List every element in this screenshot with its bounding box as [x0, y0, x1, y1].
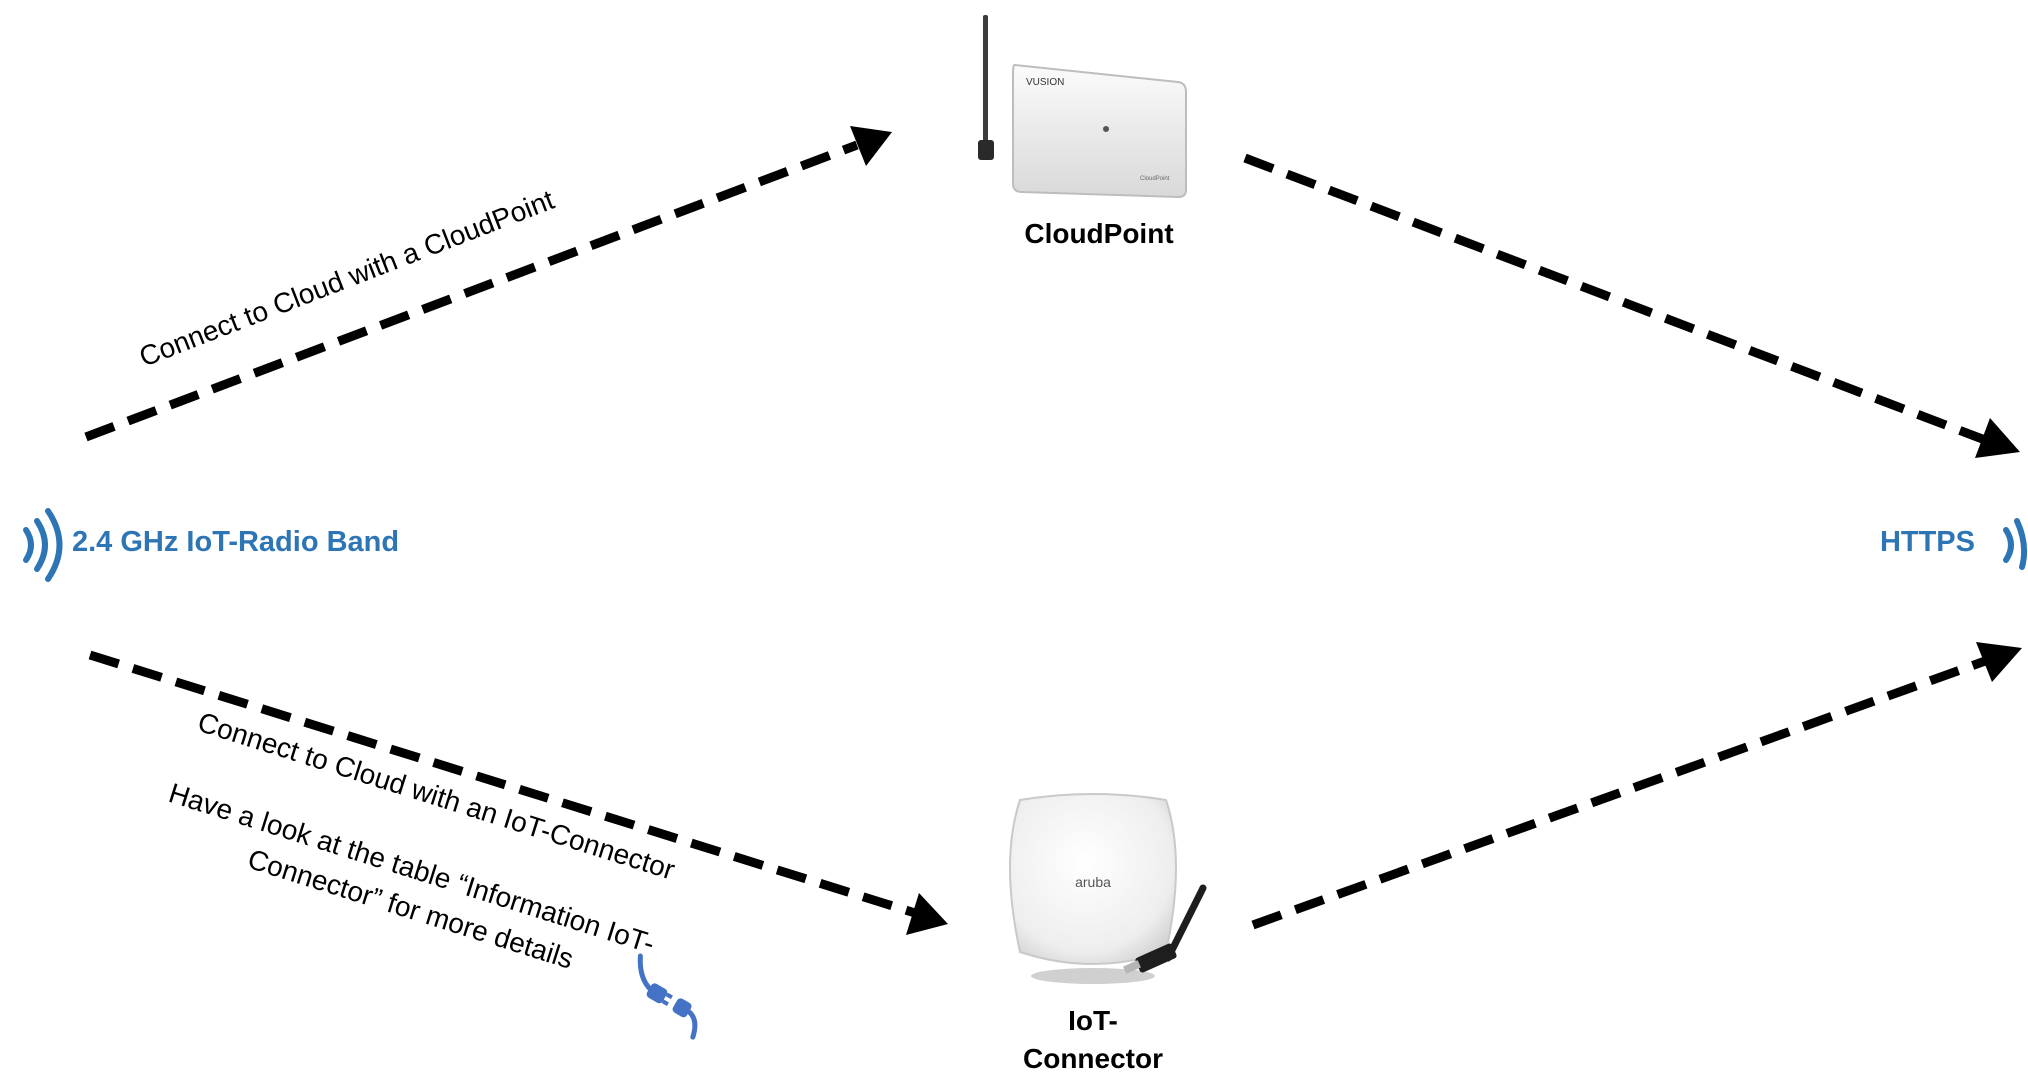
svg-text:CloudPoint: CloudPoint [1140, 176, 1170, 182]
wireless-signal-icon [2003, 518, 2028, 570]
arrow-left-to-cloudpoint [84, 126, 892, 442]
svg-text:VUSION: VUSION [1026, 77, 1064, 88]
arrow-cloudpoint-to-right [1243, 153, 2020, 458]
edge-note-line-1: Have a look at the table “Information Io… [165, 777, 658, 959]
svg-text:aruba: aruba [1075, 874, 1111, 890]
arrow-iot-connector-to-right [1251, 642, 2022, 930]
cloudpoint-label: CloudPoint [1024, 218, 1173, 249]
iot-connector-label-line-2: Connector [1023, 1043, 1163, 1074]
access-point-icon: aruba [1009, 793, 1207, 984]
wireless-signal-icon [23, 508, 63, 582]
plug-icon [637, 953, 698, 1040]
cloudpoint-router-icon: VUSION CloudPoint [978, 15, 1187, 199]
arrow-left-to-iot-connector [88, 650, 948, 935]
iot-connector-label-line-1: IoT- [1068, 1005, 1118, 1036]
radio-band-label: 2.4 GHz IoT-Radio Band [72, 526, 399, 558]
https-label: HTTPS [1880, 526, 1975, 558]
edge-label-to-cloudpoint: Connect to Cloud with a CloudPoint [135, 184, 559, 373]
